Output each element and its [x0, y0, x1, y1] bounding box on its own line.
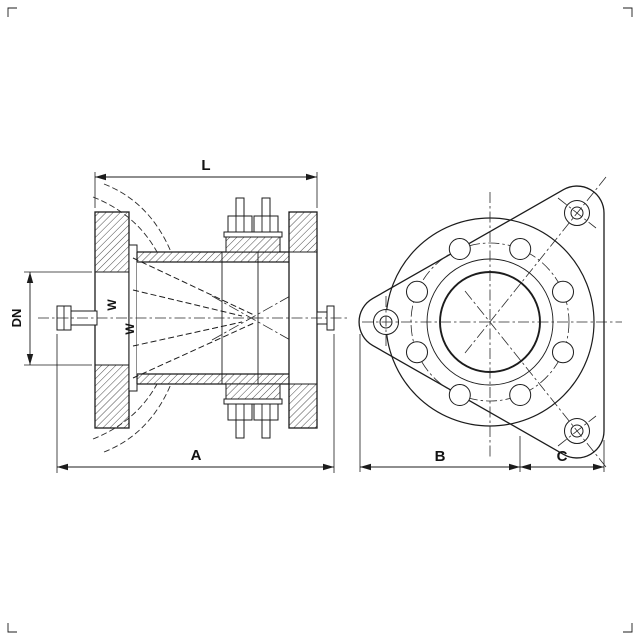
- stud-top-2: [261, 197, 271, 217]
- right-flange: [288, 211, 335, 429]
- hex-nut-top-2: [253, 215, 279, 233]
- left-flange: [94, 211, 138, 429]
- bolt-hole: [448, 238, 471, 260]
- gland-block-bottom-hatch: [226, 384, 280, 399]
- dim-label-B: B: [435, 448, 446, 465]
- washer-top: [223, 231, 283, 238]
- front-view: B C: [358, 176, 622, 472]
- dim-label-C: C: [557, 448, 568, 465]
- phantom-pipe-bottom: [92, 383, 172, 453]
- dim-label-A: A: [191, 447, 202, 464]
- dim-A-extension-lines: [56, 334, 335, 473]
- dim-label-W-inner: W: [123, 323, 137, 335]
- nut-facets-bottom: [235, 404, 271, 420]
- dimension-DN: DN: [9, 271, 92, 366]
- strainer-cone-hidden: [132, 257, 293, 379]
- right-flange-hatch-top: [289, 212, 317, 252]
- corner-crop-marks: [7, 7, 633, 633]
- washer-bottom: [223, 398, 283, 405]
- phantom-pipe-top: [92, 183, 172, 253]
- gland-block-top-hatch: [226, 237, 280, 252]
- stud-bottom-1: [235, 419, 245, 439]
- bolt-hole: [406, 280, 428, 303]
- bolt-hole: [552, 280, 574, 303]
- right-flange-bore-lines: [289, 251, 317, 385]
- bolt-hole: [406, 341, 428, 364]
- left-flange-hatch-top: [95, 212, 129, 272]
- side-section-view: L A DN W W: [9, 157, 350, 473]
- dimension-A: A: [56, 334, 335, 473]
- bolt-holes: [406, 238, 574, 406]
- dimension-L: L: [94, 157, 318, 208]
- cone-outer-hidden-lines: [132, 257, 255, 379]
- left-flange-hatch-bottom: [95, 365, 129, 428]
- nut-facets-top: [235, 216, 271, 232]
- cone-inner-hidden-lines: [132, 289, 243, 347]
- body-wall-hatch-top: [137, 252, 289, 262]
- stud-bottom-2: [261, 419, 271, 439]
- body-wall-hatch-bottom: [137, 374, 289, 384]
- hex-nut-top-1: [227, 215, 253, 233]
- cone-apex-cross: [211, 294, 293, 342]
- dim-label-W-outer: W: [105, 299, 119, 311]
- dim-label-DN: DN: [9, 309, 24, 328]
- left-flange-bore-lines: [95, 271, 129, 366]
- gland-bolts-top: [223, 197, 283, 253]
- right-flange-hatch-bottom: [289, 384, 317, 428]
- dimension-C: C: [520, 440, 605, 472]
- bolt-hole: [509, 384, 532, 406]
- dim-label-L: L: [201, 157, 210, 174]
- body-wall-lines: [136, 251, 289, 385]
- front-view-centerlines: [362, 176, 622, 468]
- bolt-hole: [509, 238, 532, 260]
- bolt-hole: [448, 384, 471, 406]
- lug-cross-ticks: [385, 197, 597, 447]
- hex-nut-bottom-1: [227, 403, 253, 421]
- gland-bolts-bottom: [223, 383, 283, 439]
- bolt-hole: [552, 341, 574, 364]
- hex-nut-bottom-2: [253, 403, 279, 421]
- dim-DN-extension-lines: [24, 271, 92, 366]
- lug-radial-centerlines: [464, 176, 607, 468]
- stud-top-1: [235, 197, 245, 217]
